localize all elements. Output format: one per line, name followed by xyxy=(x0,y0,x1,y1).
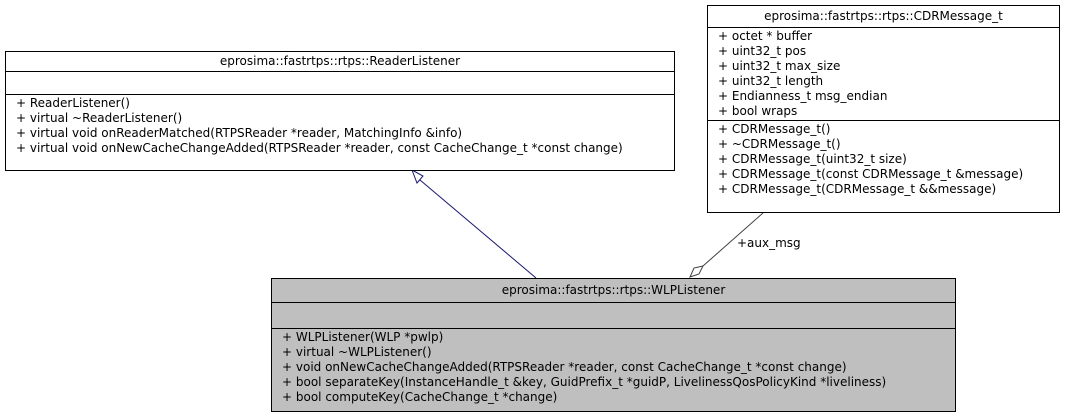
inheritance-edge xyxy=(419,179,537,279)
aggregation-edge xyxy=(702,212,764,267)
attributes-section xyxy=(6,72,674,95)
method: + void onNewCacheChangeAdded(RTPSReader … xyxy=(282,360,847,374)
method: + virtual void onNewCacheChangeAdded(RTP… xyxy=(16,141,623,155)
method: + CDRMessage_t(uint32_t size) xyxy=(718,152,907,166)
aggregation-diamond xyxy=(689,265,704,278)
method: + virtual void onReaderMatched(RTPSReade… xyxy=(16,126,463,140)
method: + CDRMessage_t(const CDRMessage_t &messa… xyxy=(718,167,1024,181)
attributes-section: + octet * buffer + uint32_t pos + uint32… xyxy=(708,28,1059,121)
class-reader-listener: eprosima::fastrtps::rtps::ReaderListener… xyxy=(5,51,675,171)
method: + virtual ~ReaderListener() xyxy=(16,111,183,125)
attribute: + uint32_t length xyxy=(718,74,824,88)
methods-section: + ReaderListener() + virtual ~ReaderList… xyxy=(6,95,674,157)
class-name: eprosima::fastrtps::rtps::WLPListener xyxy=(272,279,955,303)
class-wlp-listener: eprosima::fastrtps::rtps::WLPListener + … xyxy=(271,278,956,412)
class-cdr-message: eprosima::fastrtps::rtps::CDRMessage_t +… xyxy=(707,5,1060,213)
method: + virtual ~WLPListener() xyxy=(282,345,432,359)
inheritance-arrowhead xyxy=(411,168,424,184)
method: + WLPListener(WLP *pwlp) xyxy=(282,330,444,344)
attribute: + bool wraps xyxy=(718,104,798,118)
method: + ~CDRMessage_t() xyxy=(718,137,841,151)
aggregation-label: +aux_msg xyxy=(737,236,801,250)
class-name: eprosima::fastrtps::rtps::ReaderListener xyxy=(6,52,674,72)
attribute: + octet * buffer xyxy=(718,29,813,43)
method: + ReaderListener() xyxy=(16,96,130,110)
attribute: + Endianness_t msg_endian xyxy=(718,89,888,103)
attribute: + uint32_t pos xyxy=(718,44,807,58)
method: + bool computeKey(CacheChange_t *change) xyxy=(282,390,558,404)
methods-section: + WLPListener(WLP *pwlp) + virtual ~WLPL… xyxy=(272,329,955,406)
method: + bool separateKey(InstanceHandle_t &key… xyxy=(282,375,887,389)
methods-section: + CDRMessage_t() + ~CDRMessage_t() + CDR… xyxy=(708,121,1059,198)
attributes-section xyxy=(272,303,955,329)
attribute: + uint32_t max_size xyxy=(718,59,841,73)
method: + CDRMessage_t(CDRMessage_t &&message) xyxy=(718,182,997,196)
method: + CDRMessage_t() xyxy=(718,122,831,136)
class-name: eprosima::fastrtps::rtps::CDRMessage_t xyxy=(708,6,1059,28)
